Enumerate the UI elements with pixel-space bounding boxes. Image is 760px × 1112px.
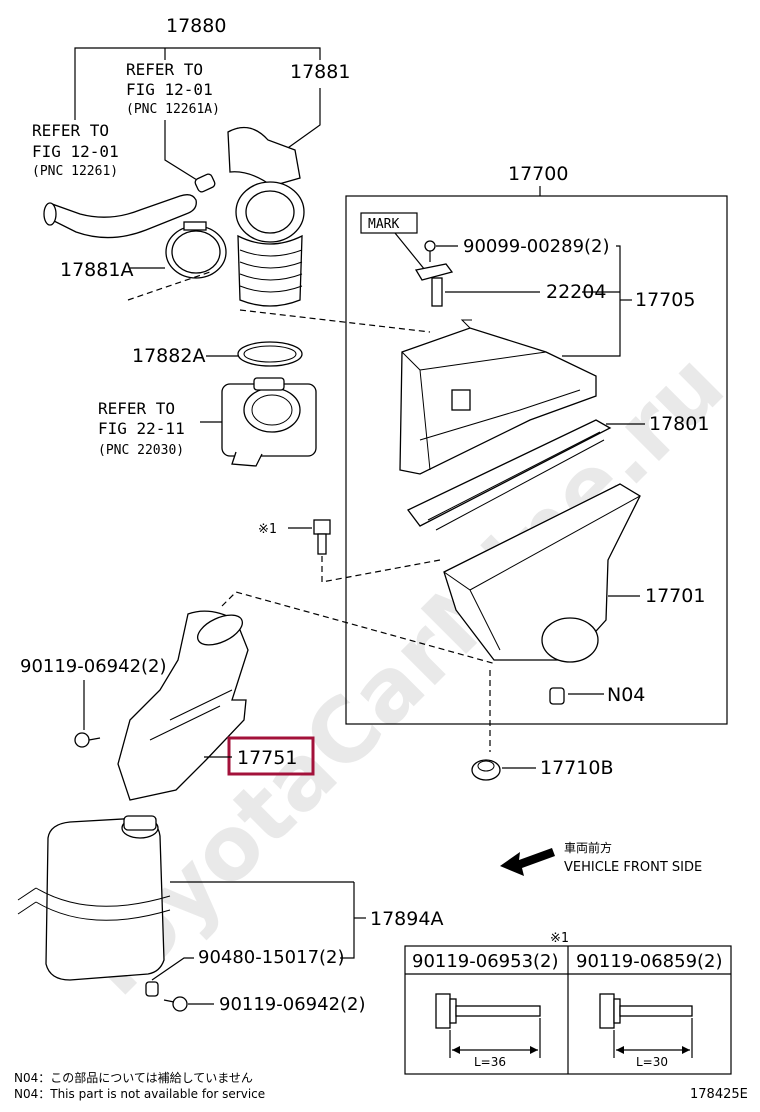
bolt-table-col2-length: L=30 [636,1055,668,1069]
air-inlet-duct-17751-part[interactable] [117,609,249,801]
label-17710B[interactable]: 17710B [540,757,613,779]
refer-12261A-line1: REFER TO [126,60,203,79]
label-17801[interactable]: 17801 [649,413,709,435]
label-17700[interactable]: 17700 [508,163,568,185]
label-17751[interactable]: 17751 [237,747,297,769]
refer-22030-line2: FIG 22-11 [98,419,185,438]
bolt-table-mark: ※1 [550,931,569,946]
refer-12261-line2: FIG 12-01 [32,142,119,161]
clamp-17882A-part[interactable] [237,341,303,367]
bolt-90119-lower-part[interactable] [163,996,188,1012]
vehicle-front-jp: 車両前方 [564,840,612,855]
dash-bolt [321,556,441,583]
label-90119-upper[interactable]: 90119-06942(2) [20,656,167,677]
bolt-L36-icon [435,993,541,1058]
leader-mark [394,232,426,271]
bolt-table [404,945,732,1075]
label-90099[interactable]: 90099-00289(2) [463,236,610,257]
note-N04-jp: N04：この部品については補給していません [14,1070,253,1085]
label-17705[interactable]: 17705 [635,289,695,311]
breather-hose-part[interactable] [43,173,216,239]
leader-17705-bracket [562,245,621,357]
label-90480[interactable]: 90480-15017(2) [198,947,345,968]
label-17881A[interactable]: 17881A [60,259,133,281]
label-17881[interactable]: 17881 [290,61,350,83]
refer-22030-line1: REFER TO [98,399,175,418]
grommet-N04-part[interactable] [549,687,565,705]
figure-id: 178425E [690,1087,748,1102]
air-filter-element-17801-part[interactable] [407,419,612,531]
clip-90480-part[interactable] [145,981,159,997]
bolt-90119-upper-part[interactable] [74,732,101,748]
clamp-17881A-part[interactable] [165,221,227,279]
leader-17881 [284,88,321,151]
mass-air-flow-sensor-22204-part[interactable] [414,263,454,307]
resonator-17894A-part[interactable] [17,815,171,981]
leader-12261A [164,120,206,186]
refer-12261A-line3[interactable]: (PNC 12261A) [126,102,220,117]
label-90119-lower[interactable]: 90119-06942(2) [219,994,366,1015]
leader-17894A-bracket [340,882,355,959]
vehicle-front-en: VEHICLE FRONT SIDE [564,860,702,875]
refer-12261-line1: REFER TO [32,121,109,140]
dash-hose-to-case [239,309,431,333]
refer-12261-line3[interactable]: (PNC 12261) [32,164,118,179]
label-17701[interactable]: 17701 [645,585,705,607]
mark-callout-box [360,212,418,234]
bolt-table-col1-length: L=36 [474,1055,506,1069]
label-star1[interactable]: ※1 [258,522,277,537]
screw-90099-part[interactable] [424,240,436,262]
bolt-L30-icon [599,993,693,1058]
cushion-17710B-part[interactable] [471,759,501,781]
refer-22030-line3[interactable]: (PNC 22030) [98,443,184,458]
label-17882A[interactable]: 17882A [132,345,205,367]
assembly-box-17700 [345,195,728,725]
note-N04-en: N04：This part is not available for servi… [14,1087,265,1101]
label-N04[interactable]: N04 [607,684,645,706]
label-17880[interactable]: 17880 [166,15,226,37]
leader-90480 [151,957,194,981]
air-cleaner-cap-17705-part[interactable] [399,319,597,475]
refer-12261A-line2: FIG 12-01 [126,80,213,99]
bolt-star1-part[interactable] [313,519,331,555]
vehicle-front-arrow-icon [500,848,555,876]
label-17894A[interactable]: 17894A [370,908,443,930]
bolt-table-col1-header[interactable]: 90119-06953(2) [412,951,559,972]
dash-17881A [127,271,211,301]
throttle-body-part[interactable] [221,377,317,467]
air-cleaner-case-17701-part[interactable] [443,483,641,663]
bolt-table-col2-header[interactable]: 90119-06859(2) [576,951,723,972]
label-22204[interactable]: 22204 [546,281,606,303]
mark-label: MARK [368,217,399,232]
leader-17880 [74,47,321,120]
highlight-box-17751 [227,736,315,776]
intake-hose-17881-part[interactable] [227,126,305,307]
